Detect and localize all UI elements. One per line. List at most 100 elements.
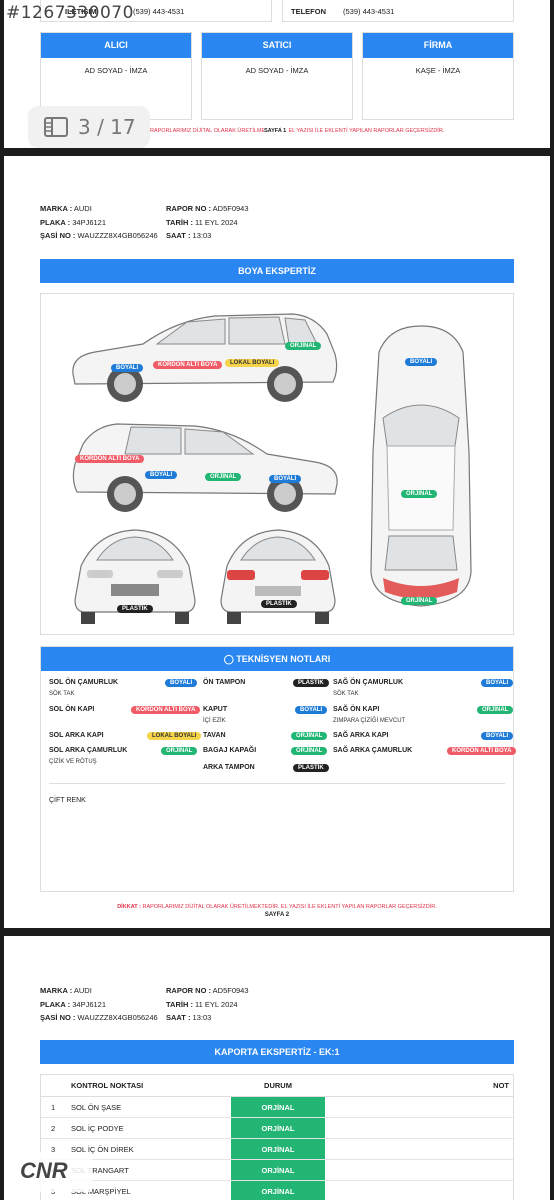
note-sol-arka-kapi: SOL ARKA KAPI xyxy=(49,732,104,739)
sub-kaput: İÇİ EZİK xyxy=(203,718,226,724)
marka-label-3: MARKA : xyxy=(40,986,73,995)
note-sag-arka-camurluk: SAĞ ARKA ÇAMURLUK xyxy=(333,747,413,754)
side1-orjinal-badge: ORJİNAL xyxy=(285,342,322,350)
contact-label-2: TELEFON xyxy=(291,7,326,16)
status-arka-tampon: PLASTİK xyxy=(293,764,329,772)
footer-warning-1: RAPORLARIMIZ DİJİTAL OLARAK ÜRETİLMEKTED… xyxy=(150,128,445,134)
watermark-id: #1267330070 xyxy=(6,3,134,23)
status-sol-arka-camurluk: ORJİNAL xyxy=(161,747,198,755)
sasi-value-3: WAUZZZ8X4GB056246 xyxy=(77,1013,158,1022)
top-orjinal-badge: ORJİNAL xyxy=(401,490,438,498)
rapor-value-3: AD5F0943 xyxy=(212,986,249,995)
kaporta-ekspertiz-header: KAPORTA EKSPERTİZ - EK:1 xyxy=(40,1040,514,1064)
row-name: SOL MARŞPİYEL xyxy=(67,1180,231,1200)
vehicle-info-left: MARKA : AUDI PLAKA : 34PJ6121 ŞASİ NO : … xyxy=(40,202,158,243)
row-no: 1 xyxy=(41,1096,67,1118)
side2-kordon-badge: KORDON ALTI BOYA xyxy=(75,455,145,463)
footer-warning-2: DİKKAT : RAPORLARIMIZ DİJİTAL OLARAK ÜRE… xyxy=(4,904,550,910)
side2-boyali-badge: BOYALI xyxy=(145,471,178,479)
tarih-value-3: 11 EYL 2024 xyxy=(195,999,238,1009)
car-front-icon xyxy=(74,529,196,624)
note-kaput: KAPUT xyxy=(203,706,228,713)
signature-title-firma: FİRMA xyxy=(363,33,513,58)
row-note xyxy=(325,1096,513,1118)
status-sol-arka-kapi: LOKAL BOYALI xyxy=(147,732,202,740)
col-no xyxy=(41,1075,67,1097)
saat-label: SAAT : xyxy=(166,231,191,240)
signature-box-firma: FİRMA KAŞE - İMZA xyxy=(362,32,514,120)
top-orjinal2-badge: ORJİNAL xyxy=(401,597,438,605)
vehicle-info-right: RAPOR NO : AD5F0943 TARİH : 11 EYL 2024 … xyxy=(166,202,249,243)
note-sag-on-camurluk: SAĞ ÖN ÇAMURLUK xyxy=(333,679,403,686)
side2-orjinal-badge: ORJİNAL xyxy=(205,473,242,481)
status-sag-arka-kapi: BOYALI xyxy=(481,732,514,740)
chat-icon: ◯ xyxy=(223,654,234,664)
car-top-icon xyxy=(370,325,472,607)
note-bagaj: BAGAJ KAPAĞI xyxy=(203,747,257,754)
car-rear-icon xyxy=(220,529,336,624)
tarih-label: TARİH : xyxy=(166,217,193,227)
notes-divider xyxy=(49,783,505,784)
vehicle-info-left-3: MARKA : AUDI PLAKA : 34PJ6121 ŞASİ NO : … xyxy=(40,984,158,1025)
boya-ekspertiz-header: BOYA EKSPERTİZ xyxy=(40,259,514,283)
col-not: NOT xyxy=(325,1075,513,1097)
note-tavan: TAVAN xyxy=(203,732,226,739)
side2-boyali2-badge: BOYALI xyxy=(269,475,302,483)
sasi-label-3: ŞASİ NO : xyxy=(40,1013,76,1022)
marka-value: AUDI xyxy=(73,204,92,213)
page-counter-text: 3 / 17 xyxy=(78,115,136,139)
signature-sub-firma: KAŞE - İMZA xyxy=(415,66,461,75)
signature-box-satici: SATICI AD SOYAD - İMZA xyxy=(201,32,353,120)
marka-label: MARKA : xyxy=(40,204,73,213)
rapor-label-3: RAPOR NO : xyxy=(166,986,211,995)
notes-title: TEKNİSYEN NOTLARI xyxy=(236,654,331,664)
note-on-tampon: ÖN TAMPON xyxy=(203,679,246,686)
status-sag-arka-camurluk: KORDON ALTI BOYA xyxy=(447,747,517,755)
report-page-2: MARKA : AUDI PLAKA : 34PJ6121 ŞASİ NO : … xyxy=(4,156,550,928)
technician-notes-panel: ◯ TEKNİSYEN NOTLARI SOL ÖN ÇAMURLUK BOYA… xyxy=(40,646,517,892)
table-header-row: KONTROL NOKTASI DURUM NOT xyxy=(41,1075,513,1097)
saat-value-3: 13:03 xyxy=(192,1013,212,1022)
signature-title-alici: ALICI xyxy=(41,33,191,58)
row-status: ORJİNAL xyxy=(231,1117,325,1139)
plaka-label: PLAKA : xyxy=(40,217,71,227)
status-sag-on-camurluk: BOYALI xyxy=(481,679,514,687)
contact-value-2: (539) 443-4531 xyxy=(343,7,395,16)
row-status: ORJİNAL xyxy=(231,1180,325,1200)
note-sol-on-camurluk: SOL ÖN ÇAMURLUK xyxy=(49,679,119,686)
row-no: 2 xyxy=(41,1117,67,1139)
tarih-value: 11 EYL 2024 xyxy=(195,217,238,227)
car-side-left-icon xyxy=(72,313,338,402)
footer-warning-text: RAPORLARIMIZ DİJİTAL OLARAK ÜRETİLMEKTED… xyxy=(142,904,437,910)
col-durum: DURUM xyxy=(231,1075,325,1097)
row-status: ORJİNAL xyxy=(231,1096,325,1118)
paint-diagram-panel: BOYALI KORDON ALTI BOYA LOKAL BOYALI ORJ… xyxy=(40,293,514,635)
row-name: SOL ÖN ŞASE xyxy=(67,1096,231,1118)
logo-text: CNR xyxy=(20,1158,68,1183)
logo-watermark: CNR xyxy=(14,1152,92,1192)
signature-sub-satici: AD SOYAD - İMZA xyxy=(245,66,309,75)
sub-sag-on-kapi: ZIMPARA ÇİZİĞİ MEVCUT xyxy=(333,718,406,724)
sasi-value: WAUZZZ8X4GB056246 xyxy=(77,231,158,240)
footer-warning-prefix: DİKKAT : xyxy=(117,904,141,910)
car-side-right-icon xyxy=(72,423,338,512)
status-tavan: ORJİNAL xyxy=(291,732,328,740)
notes-header: ◯ TEKNİSYEN NOTLARI xyxy=(41,647,513,671)
row-note xyxy=(325,1180,513,1200)
status-on-tampon: PLASTİK xyxy=(293,679,329,687)
status-sol-on-camurluk: BOYALI xyxy=(165,679,198,687)
sub-sag-on-camurluk: SÖK TAK xyxy=(333,691,359,697)
page-counter[interactable]: 3 / 17 xyxy=(28,106,150,148)
status-kaput: BOYALI xyxy=(295,706,328,714)
rapor-label: RAPOR NO : xyxy=(166,204,211,213)
rapor-value: AD5F0943 xyxy=(212,204,249,213)
top-boyali-badge: BOYALI xyxy=(405,358,438,366)
front-plastik-badge: PLASTİK xyxy=(117,605,153,613)
col-kontrol: KONTROL NOKTASI xyxy=(67,1075,231,1097)
row-status: ORJİNAL xyxy=(231,1159,325,1181)
plaka-value-3: 34PJ6121 xyxy=(72,999,107,1009)
